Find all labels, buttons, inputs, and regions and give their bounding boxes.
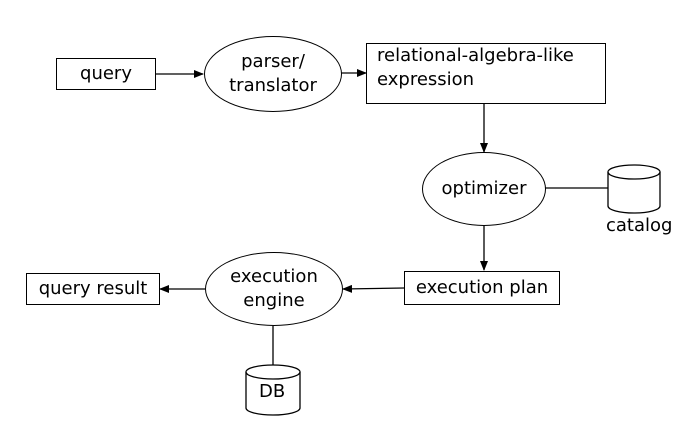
- optimizer-ellipse: optimizer: [422, 152, 546, 226]
- execution-plan-box: execution plan: [404, 271, 560, 305]
- query-box: query: [56, 58, 156, 90]
- execution-engine-ellipse: execution engine: [205, 252, 343, 326]
- query-result-label: query result: [38, 278, 148, 299]
- arrow-plan-to-engine: [342, 284, 405, 293]
- relational-expression-box: relational-algebra-like expression: [366, 43, 606, 104]
- optimizer-label: optimizer: [441, 178, 527, 199]
- query-result-box: query result: [26, 273, 160, 305]
- catalog-label: catalog: [606, 215, 673, 236]
- parser-translator-ellipse: parser/ translator: [204, 36, 342, 112]
- translator-label: translator: [229, 75, 317, 96]
- execution-plan-label: execution plan: [415, 277, 549, 298]
- expression-label-line2: expression: [377, 69, 475, 90]
- catalog-cylinder-icon: [607, 164, 661, 214]
- db-cylinder-icon: [245, 364, 301, 416]
- parser-label: parser/: [241, 51, 305, 72]
- db-label: DB: [259, 381, 286, 402]
- execution-label: execution: [230, 266, 318, 287]
- engine-label: engine: [243, 290, 305, 311]
- query-label: query: [80, 63, 132, 84]
- expression-label-line1: relational-algebra-like: [377, 45, 574, 66]
